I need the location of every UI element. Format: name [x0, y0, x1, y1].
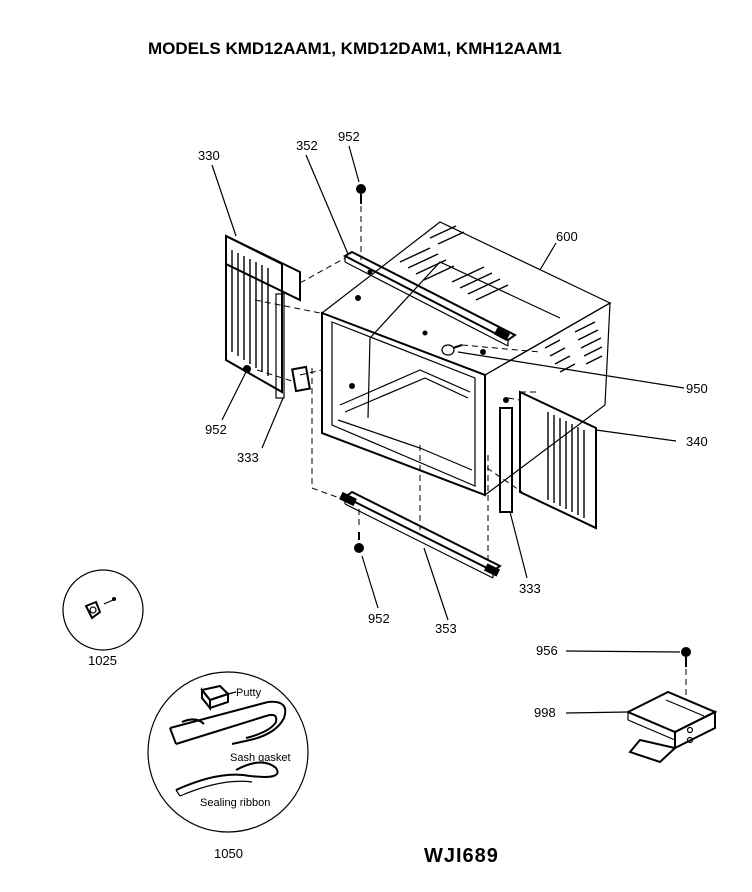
cabinet-top-louvers — [399, 225, 509, 301]
screw-952-bottom — [354, 532, 364, 553]
callout-952-left: 952 — [205, 422, 227, 437]
callout-998: 998 — [534, 705, 556, 720]
page-title: MODELS KMD12AAM1, KMD12DAM1, KMH12AAM1 — [148, 39, 562, 58]
curtain-right-accordion — [547, 412, 585, 518]
callout-952-top: 952 — [338, 129, 360, 144]
clip-part-1025 — [84, 600, 102, 620]
callout-333-right: 333 — [519, 581, 541, 596]
cabinet-floor-back-2 — [344, 377, 469, 413]
callout-952-bottom: 952 — [368, 611, 390, 626]
cabinet-side-louvers — [544, 321, 603, 373]
bracket-foot — [628, 738, 678, 764]
side-curtain-340 — [499, 390, 597, 530]
putty-part — [200, 684, 237, 711]
callout-352: 352 — [296, 138, 318, 153]
callout-1025: 1025 — [88, 653, 117, 668]
bracket-front-wall — [674, 710, 716, 750]
screw-952-left-part — [243, 365, 251, 373]
assembly-lines — [254, 206, 687, 700]
detail-circle-1025 — [62, 569, 144, 651]
cabinet-600 — [320, 221, 612, 497]
cabinet-floor-front — [337, 419, 473, 471]
cabinet-floor-back — [339, 369, 471, 406]
cabinet-inner-back — [369, 261, 561, 339]
label-putty: Putty — [236, 687, 262, 699]
detail-circle-1050 — [147, 671, 309, 833]
screw-950 — [441, 344, 463, 356]
detail-1025-outline — [62, 569, 144, 651]
callout-330: 330 — [198, 148, 220, 163]
callout-340: 340 — [686, 434, 708, 449]
label-sealing-ribbon: Sealing ribbon — [200, 797, 270, 809]
guide-333-right-bar — [499, 407, 513, 513]
callout-600: 600 — [556, 229, 578, 244]
cabinet-top-face — [320, 221, 612, 376]
bracket-998 — [625, 690, 718, 764]
cabinet-front-frame — [321, 311, 486, 497]
drawing-code: WJI689 — [424, 845, 499, 867]
leader-lines — [211, 145, 685, 714]
label-sash-gasket: Sash gasket — [230, 752, 291, 764]
cabinet-hole — [349, 383, 355, 389]
top-rail-352 — [342, 250, 517, 347]
detail-1050-outline — [147, 671, 309, 833]
curtain-panel-right — [519, 390, 597, 530]
curtain-left-accordion — [231, 250, 269, 376]
callout-950: 950 — [686, 381, 708, 396]
callout-353: 353 — [435, 621, 457, 636]
sealing-ribbon-part — [175, 761, 279, 797]
screw-956 — [681, 647, 691, 667]
guide-333-left — [291, 365, 311, 393]
bottom-rail-body — [343, 490, 502, 573]
cabinet-front-inner — [331, 321, 476, 487]
callout-1050: 1050 — [214, 846, 243, 861]
curtain-left-frame-bar — [275, 293, 285, 399]
screw-952-top — [356, 184, 366, 204]
top-rail-body — [342, 250, 517, 342]
cabinet-hole — [422, 330, 428, 336]
callout-333-left: 333 — [237, 450, 259, 465]
cabinet-hole — [355, 295, 361, 301]
curtain-top-lip — [225, 234, 301, 302]
side-curtain-330 — [225, 234, 301, 399]
curtain-panel-left — [225, 234, 283, 394]
cabinet-hole — [480, 349, 486, 355]
bottom-rail-353 — [339, 490, 502, 579]
sash-gasket-part — [169, 700, 287, 745]
cabinet-inner-corner — [367, 337, 371, 419]
callout-956: 956 — [536, 643, 558, 658]
